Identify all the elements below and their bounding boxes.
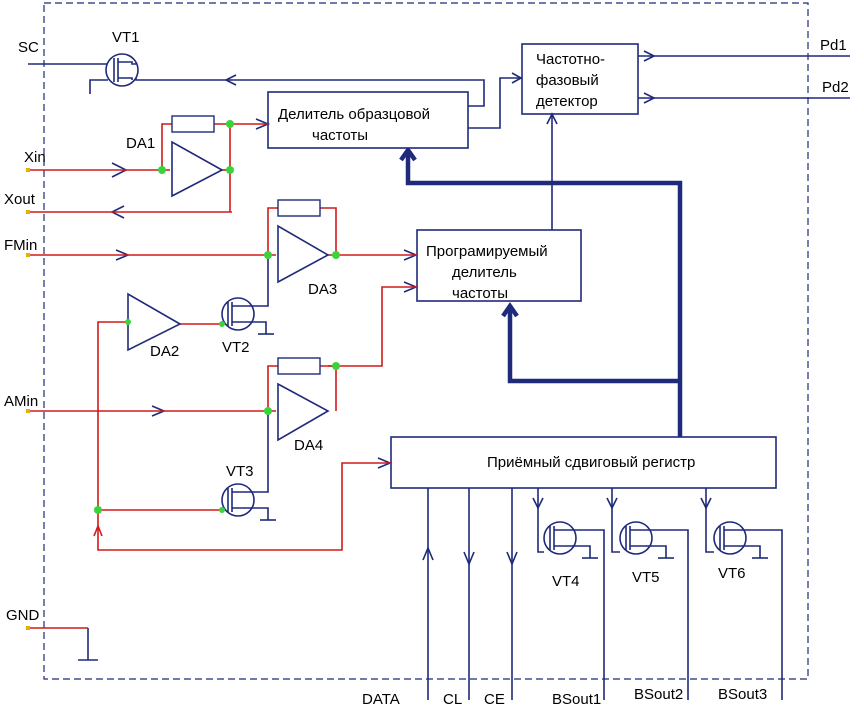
pin-label-cl: CL [443,691,462,708]
pin-label-data: DATA [362,691,400,708]
pin-label-gnd: GND [6,607,40,624]
label-da2: DA2 [150,343,179,360]
pin-labels: SC Xin Xout FMin AMin GND Pd1 Pd2 DATA C… [4,37,849,708]
vt4-transistor [543,521,578,555]
pin-label-xout: Xout [4,191,36,208]
da2-amplifier [127,292,182,352]
label-da4: DA4 [294,437,323,454]
label-vt1: VT1 [112,29,140,46]
pin-label-bout2: BSout2 [634,686,683,703]
vt3-transistor [221,483,256,517]
label-da1: DA1 [126,135,155,152]
vt2-transistor [221,297,256,331]
junction-dots [94,120,340,514]
label-vt3: VT3 [226,463,254,480]
chip-boundary [43,2,809,680]
ref-divider-line2: частоты [312,127,368,144]
label-da3: DA3 [308,281,337,298]
shift-register-label: Приёмный сдвиговый регистр [487,454,695,471]
component-labels: VT1 DA1 DA3 DA2 VT2 DA4 VT3 VT4 VT5 VT6 [112,29,746,590]
phase-detector-line3: детектор [536,93,598,110]
pin-label-pd2: Pd2 [822,79,849,96]
pin-label-xin: Xin [24,149,46,166]
phase-detector-block: Частотно- фазовый детектор [521,43,639,115]
shift-register-block: Приёмный сдвиговый регистр [390,436,777,489]
label-vt2: VT2 [222,339,250,356]
ref-divider-line1: Делитель образцовой [278,106,430,123]
phase-detector-line2: фазовый [536,72,599,89]
prog-divider-line1: Програмируемый [426,243,548,260]
pin-label-ce: CE [484,691,505,708]
vt1-transistor [105,53,139,87]
da4-feedback-resistor [277,357,321,375]
da3-feedback-resistor [277,199,321,217]
prog-divider-line2: делитель [452,264,517,281]
control-bus [399,146,683,437]
prog-divider-block: Програмируемый делитель частоты [416,229,582,302]
phase-detector-line1: Частотно- [536,51,605,68]
pin-label-sc: SC [18,39,39,56]
label-vt4: VT4 [552,573,580,590]
vt6-transistor [713,521,748,555]
pin-label-bout1: BSout1 [552,691,601,708]
da1-feedback-resistor [171,115,215,133]
da4-amplifier [277,382,330,442]
vt5-transistor [619,521,654,555]
pin-markers [26,168,30,630]
pin-label-bout3: BSout3 [718,686,767,703]
ref-divider-block: Делитель образцовой частоты [267,91,469,149]
label-vt5: VT5 [632,569,660,586]
pin-label-fmin: FMin [4,237,37,254]
label-vt6: VT6 [718,565,746,582]
pin-label-pd1: Pd1 [820,37,847,54]
red-wires [28,123,417,629]
pin-label-amin: AMin [4,393,38,410]
da1-amplifier [171,140,224,198]
da3-amplifier [277,224,330,284]
prog-divider-line3: частоты [452,285,508,302]
